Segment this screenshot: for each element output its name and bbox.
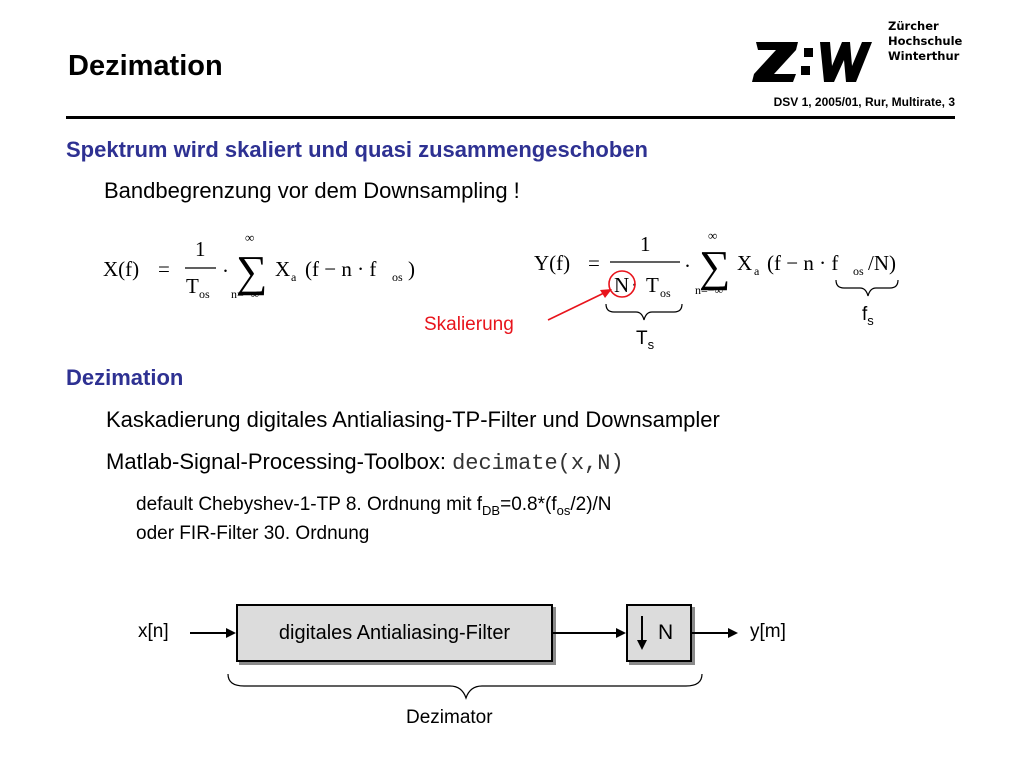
skalierung-arrow-line — [547, 292, 605, 321]
y-xa: X — [737, 251, 752, 275]
output-arrow-head — [728, 628, 738, 638]
y-sum-top: ∞ — [708, 228, 717, 243]
filter-label: digitales Antialiasing-Filter — [278, 622, 511, 644]
ts-label: Ts — [636, 328, 654, 352]
fs-main: f — [862, 304, 868, 325]
downsample-arrow-icon — [637, 640, 647, 650]
y-xa-sub: a — [754, 264, 760, 278]
logo-colon-bottom — [801, 66, 810, 75]
header-rule — [66, 116, 955, 119]
x-numerator: 1 — [195, 237, 206, 261]
x-xa: X — [275, 257, 290, 281]
x-den-sub: os — [199, 287, 210, 301]
downsample-factor-label: N — [658, 621, 674, 644]
fdb-sub: DB — [482, 502, 501, 518]
decimate-code: decimate(x,N) — [452, 451, 624, 476]
y-den-t: T — [646, 273, 659, 297]
x-xa-sub: a — [291, 270, 297, 284]
slide-reference: DSV 1, 2005/01, Rur, Multirate, 3 — [773, 95, 955, 109]
n-highlight-circle — [608, 270, 636, 298]
y-arg-close: /N) — [868, 251, 896, 275]
institution-line: Hochschule — [888, 34, 963, 48]
logo-letter-z — [752, 42, 798, 82]
fos-sub: os — [556, 502, 571, 518]
y-den-sub: os — [660, 286, 671, 300]
fir-line: oder FIR-Filter 30. Ordnung — [136, 523, 370, 544]
input-arrow-head — [226, 628, 236, 638]
x-dot: · — [222, 259, 229, 283]
y-sum-symbol: ∑ — [699, 242, 730, 291]
x-equals: = — [158, 257, 170, 281]
skalierung-arrow-head — [600, 289, 612, 298]
diagram-lines — [190, 616, 738, 700]
formula-x: X(f) = 1 T os · ∞ ∑ n=−∞ X a (f − n · f … — [103, 230, 415, 301]
skalierung-label: Skalierung — [424, 314, 514, 335]
ts-main: T — [636, 328, 648, 349]
bandbegrenzung-text: Bandbegrenzung vor dem Downsampling ! — [104, 178, 520, 203]
matlab-text: Matlab-Signal-Processing-Toolbox: — [106, 449, 453, 474]
fs-label: fs — [862, 304, 874, 328]
x-arg: (f − n · f — [305, 257, 376, 281]
formula-area: X(f) = 1 T os · ∞ ∑ n=−∞ X a (f − n · f … — [103, 228, 899, 321]
kaskadierung-text: Kaskadierung digitales Antialiasing-TP-F… — [106, 407, 720, 432]
y-arg-sub: os — [853, 264, 864, 278]
x-arg-sub: os — [392, 270, 403, 284]
fs-brace — [835, 279, 899, 297]
chebyshev-mid: =0.8*(f — [500, 494, 557, 515]
ts-brace — [605, 303, 683, 321]
x-sum-bottom: n=−∞ — [231, 287, 259, 301]
institution-line: Winterthur — [888, 49, 960, 63]
mid-arrow-head — [616, 628, 626, 638]
y-sum-bottom: n=−∞ — [695, 283, 723, 297]
antialiasing-filter-block: digitales Antialiasing-Filter — [236, 604, 553, 662]
page-title: Dezimation — [68, 50, 223, 82]
institution-name: Zürcher Hochschule Winterthur — [888, 19, 962, 64]
logo-colon-top — [804, 48, 813, 57]
matlab-line: Matlab-Signal-Processing-Toolbox: decima… — [106, 449, 624, 476]
chebyshev-line: default Chebyshev-1-TP 8. Ordnung mit fD… — [136, 494, 612, 518]
y-arg: (f − n · f — [767, 251, 838, 275]
section-heading-spektrum: Spektrum wird skaliert und quasi zusamme… — [66, 137, 648, 162]
output-label: y[m] — [750, 621, 786, 642]
y-lhs: Y(f) — [534, 251, 570, 275]
institution-line: Zürcher — [888, 19, 939, 33]
x-den-t: T — [186, 274, 199, 298]
chebyshev-pre: default Chebyshev-1-TP 8. Ordnung mit f — [136, 494, 483, 515]
formula-y: Y(f) = 1 N · T os · ∞ ∑ n=−∞ X a (f − n … — [534, 228, 896, 300]
logo-letter-w — [820, 42, 872, 82]
y-equals: = — [588, 251, 600, 275]
x-arg-close: ) — [408, 257, 415, 281]
y-numerator: 1 — [640, 232, 651, 256]
x-sum-symbol: ∑ — [236, 247, 267, 296]
dezimator-label: Dezimator — [406, 707, 493, 728]
dezimator-brace — [227, 673, 703, 700]
zhw-logo-mark — [752, 42, 872, 82]
x-sum-top: ∞ — [245, 230, 254, 245]
chebyshev-post: /2)/N — [570, 494, 612, 515]
ts-sub: s — [647, 336, 655, 352]
y-dot: · — [684, 254, 691, 278]
input-label: x[n] — [138, 621, 169, 642]
section-heading-dezimation: Dezimation — [66, 365, 184, 390]
downsampler-block: N — [626, 604, 692, 662]
x-lhs: X(f) — [103, 257, 139, 281]
fs-sub: s — [867, 312, 874, 328]
y-den-n: N — [614, 273, 629, 297]
